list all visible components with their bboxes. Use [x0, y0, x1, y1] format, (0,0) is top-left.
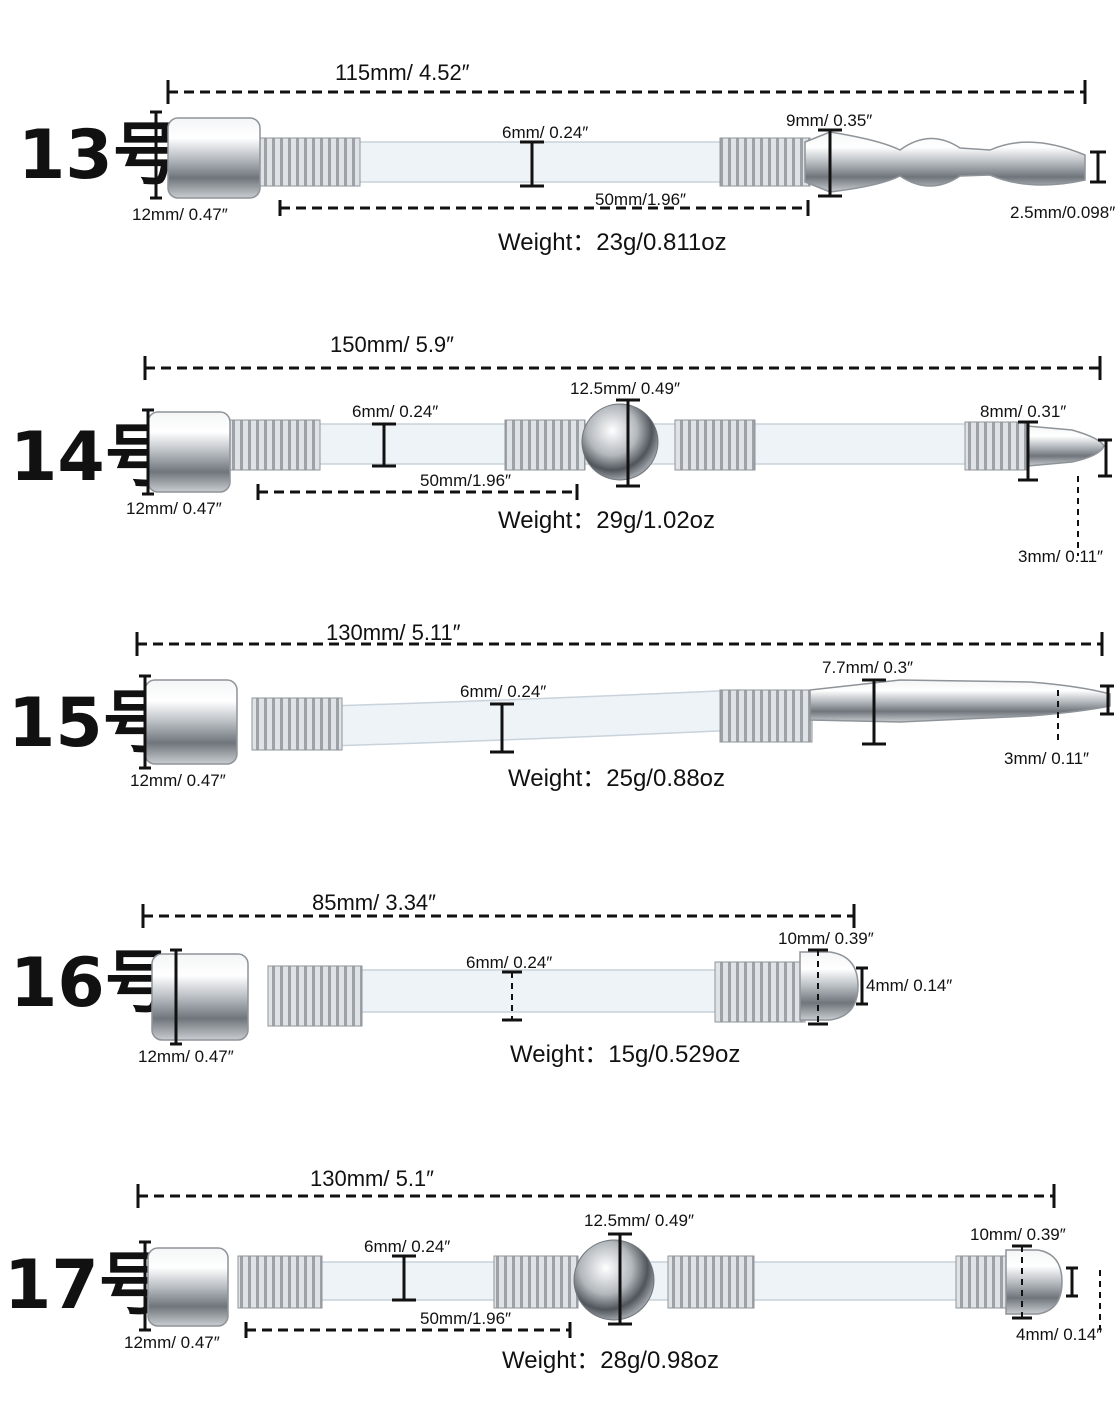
tip-end-label: 4mm/ 0.14″: [866, 976, 952, 995]
threaded-section: [237, 1255, 323, 1309]
threaded-section: [251, 697, 343, 751]
head-label: 12mm/ 0.47″: [124, 1333, 220, 1352]
probe-id-label: 14号: [10, 418, 173, 497]
threaded-section: [674, 419, 756, 471]
steel-ball: [581, 403, 659, 481]
tube-label: 6mm/ 0.24″: [466, 953, 552, 972]
weight-label: Weight：15g/0.529oz: [510, 1041, 740, 1068]
weight-label: Weight：28g/0.98oz: [502, 1347, 719, 1374]
tip-end-label: 3mm/ 0.11″: [1004, 749, 1089, 768]
threaded-section: [719, 137, 811, 187]
ball-label: 12.5mm/ 0.49″: [584, 1211, 694, 1230]
end-cap: [147, 1247, 229, 1327]
beaded-tip: [804, 131, 1086, 193]
section-label: 50mm/1.96″: [420, 471, 511, 490]
head-label: 12mm/ 0.47″: [130, 771, 226, 790]
end-cap: [147, 411, 231, 493]
threaded-section: [504, 419, 586, 471]
tube-label: 6mm/ 0.24″: [460, 682, 546, 701]
section-label: 50mm/1.96″: [595, 190, 686, 209]
probe-17: 17号 130mm/ 5.1″ 12mm/ 0.47″ 6mm/ 0.24″ 5…: [4, 1166, 1102, 1374]
threaded-section: [259, 137, 361, 187]
weight-label: Weight：25g/0.88oz: [508, 765, 725, 792]
probe-15: 15号 130mm/ 5.11″ 12mm/ 0.47″ 6mm/ 0.24″ …: [8, 620, 1114, 792]
section-label: 50mm/1.96″: [420, 1309, 511, 1328]
tapered-tip: [809, 679, 1111, 723]
weight-label: Weight：29g/1.02oz: [498, 507, 715, 534]
tip-end-label: 3mm/ 0.11″: [1018, 547, 1103, 566]
head-label: 12mm/ 0.47″: [138, 1047, 234, 1066]
threaded-section: [227, 419, 321, 471]
length-label: 150mm/ 5.9″: [330, 332, 454, 357]
steel-ball: [573, 1239, 655, 1321]
end-cap: [167, 117, 261, 199]
length-label: 130mm/ 5.1″: [310, 1166, 434, 1191]
threaded-section: [719, 689, 813, 743]
length-label: 130mm/ 5.11″: [326, 620, 461, 645]
clear-tube: [354, 969, 726, 1013]
tip-end-label: 2.5mm/0.098″: [1010, 203, 1115, 222]
head-label: 12mm/ 0.47″: [126, 499, 222, 518]
end-cap: [151, 953, 249, 1041]
tube-label: 6mm/ 0.24″: [502, 123, 588, 142]
rounded-tip: [799, 951, 859, 1021]
rounded-tip: [1005, 1249, 1063, 1315]
tip-body-label: 10mm/ 0.39″: [778, 929, 874, 948]
clear-tube: [339, 141, 731, 183]
tip-body-label: 10mm/ 0.39″: [970, 1225, 1066, 1244]
tube-label: 6mm/ 0.24″: [352, 402, 438, 421]
threaded-section: [667, 1255, 755, 1309]
threaded-section: [714, 961, 806, 1023]
probe-id-label: 13号: [18, 116, 181, 195]
probe-16: 16号 85mm/ 3.34″ 12mm/ 0.47″ 6mm/ 0.24″ 1…: [10, 890, 952, 1068]
threaded-section: [955, 1255, 1009, 1309]
tip-body-label: 8mm/ 0.31″: [980, 402, 1066, 421]
length-label: 85mm/ 3.34″: [312, 890, 436, 915]
end-cap: [144, 679, 238, 765]
head-label: 12mm/ 0.47″: [132, 205, 228, 224]
probe-14: 14号 150mm/ 5.9″ 12mm/ 0.47″ 6mm/ 0.24″ 5…: [10, 332, 1112, 566]
length-label: 115mm/ 4.52″: [335, 60, 470, 85]
tube-label: 6mm/ 0.24″: [364, 1237, 450, 1256]
tip-end-label: 4mm/ 0.14″: [1016, 1325, 1102, 1344]
threaded-section: [964, 421, 1028, 471]
probe-id-label: 16号: [10, 944, 173, 1023]
probe-13: 13号 115mm/ 4.52″ 12mm/ 0.47″ 6mm/ 0.24″ …: [18, 60, 1115, 256]
threaded-section: [267, 965, 363, 1027]
weight-label: Weight：23g/0.811oz: [498, 229, 727, 256]
tapered-tip: [1026, 425, 1105, 467]
tip-body-label: 7.7mm/ 0.3″: [822, 658, 913, 677]
threaded-section: [493, 1255, 579, 1309]
tip-bead-label: 9mm/ 0.35″: [786, 111, 872, 130]
probe-id-label: 17号: [4, 1246, 167, 1325]
ball-label: 12.5mm/ 0.49″: [570, 379, 680, 398]
